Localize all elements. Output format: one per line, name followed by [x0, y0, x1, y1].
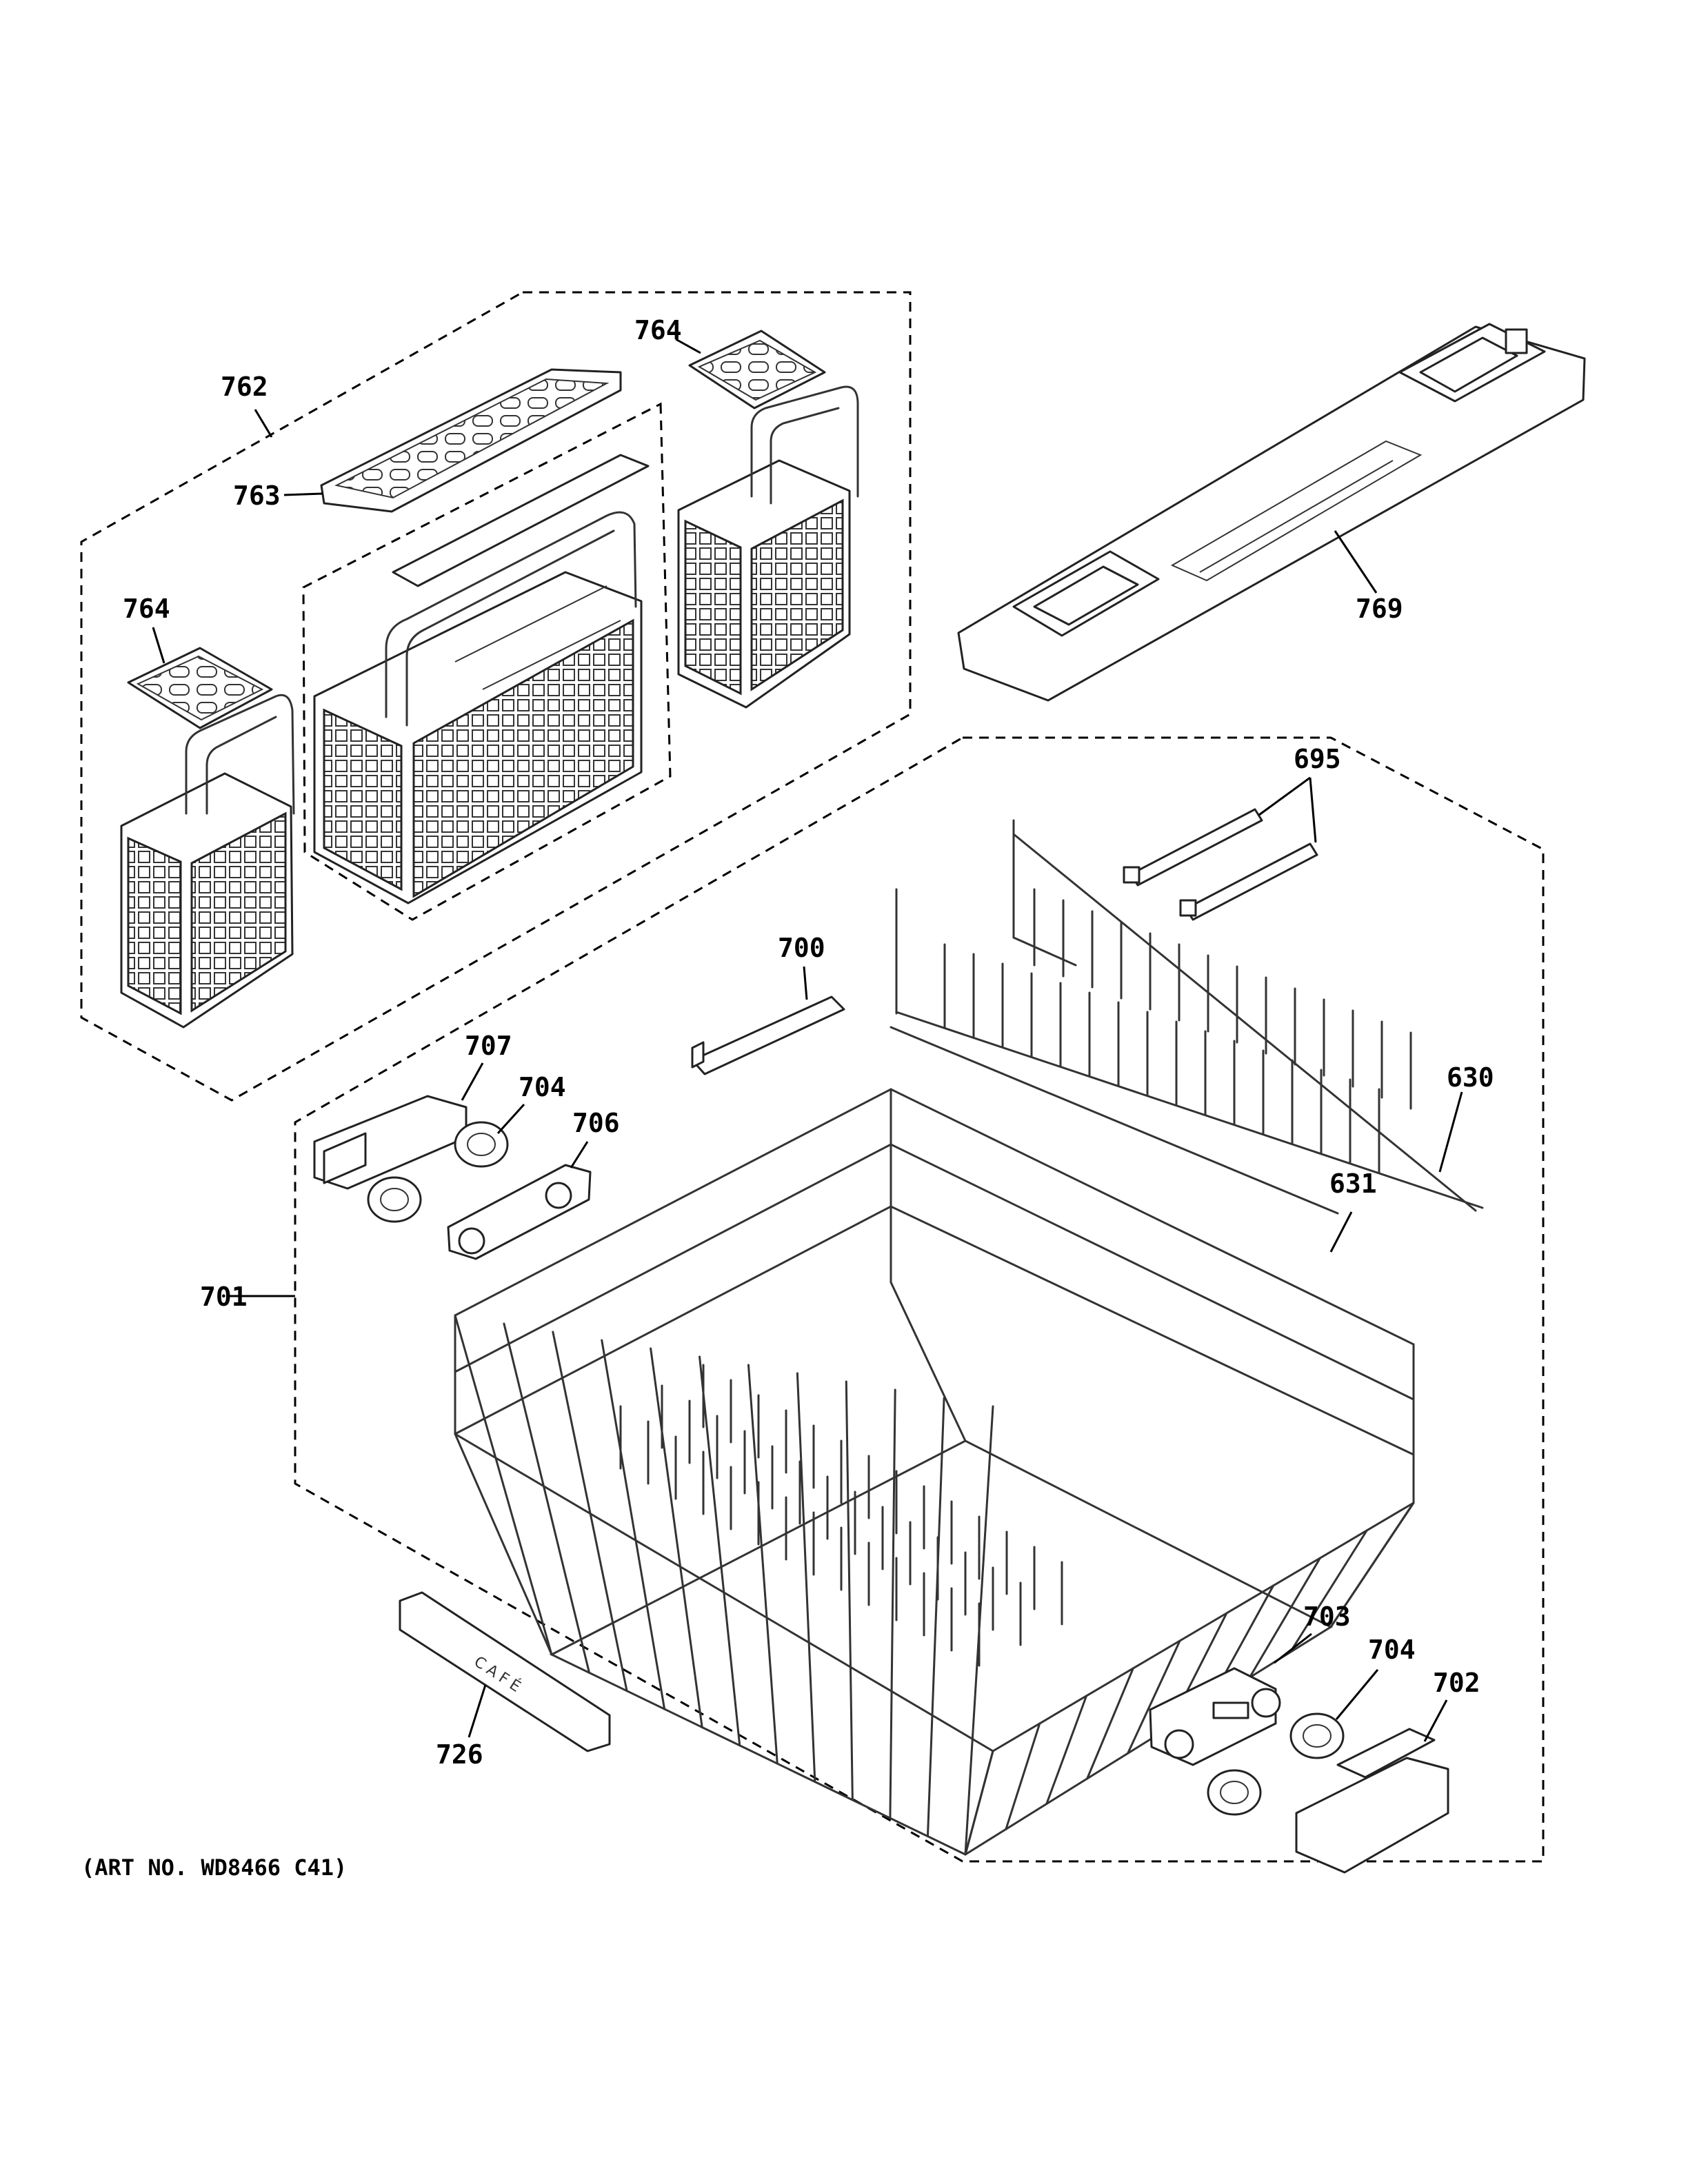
rack-bar: [747, 1364, 778, 1765]
callout-726: 726: [436, 1739, 483, 1770]
small-basket-right: [677, 330, 859, 709]
callout-631: 631: [1329, 1169, 1377, 1199]
rack-bar: [1086, 1667, 1134, 1780]
basket-cover-763: [320, 368, 622, 513]
callout-labels: 762 763 764 764 769 695 700 630 631 707 …: [123, 315, 1494, 1770]
rack-bar: [454, 1314, 553, 1656]
rack-bar: [503, 1322, 591, 1674]
callout-769: 769: [1356, 594, 1403, 624]
roller-carrier-706: [447, 1164, 592, 1260]
rack-bar: [1289, 1529, 1368, 1654]
rack-bar: [964, 1750, 994, 1856]
end-cap-702: [1295, 1728, 1449, 1874]
lower-dish-rack-701: [454, 1088, 1415, 1856]
nameplate-726: CAFÉ: [399, 1591, 611, 1752]
callout-764-right: 764: [634, 315, 682, 345]
callout-695: 695: [1294, 744, 1341, 774]
art-number: (ART NO. WD8466 C41): [81, 1854, 347, 1881]
callout-707: 707: [465, 1031, 512, 1061]
rack-bar: [845, 1380, 854, 1801]
callout-762: 762: [221, 372, 268, 402]
rack-bar: [601, 1339, 666, 1710]
small-basket-left: [120, 647, 295, 1029]
silverware-basket-center: [313, 454, 650, 904]
callout-763: 763: [233, 481, 281, 511]
rack-bar: [889, 1388, 896, 1819]
callout-702: 702: [1433, 1668, 1480, 1698]
callout-700: 700: [778, 933, 825, 963]
roller-carrier-703: [1149, 1667, 1281, 1766]
callout-764-left: 764: [123, 594, 170, 624]
callout-704-lower: 704: [1368, 1635, 1416, 1665]
rack-bar: [552, 1331, 628, 1692]
callout-701: 701: [200, 1282, 248, 1312]
rack-bar: [1045, 1695, 1088, 1806]
rack-bar: [650, 1347, 703, 1728]
lower-rack-group-outline: [294, 736, 1545, 1863]
silverware-basket-group-outline: [80, 291, 912, 1102]
callout-704-upper: 704: [519, 1072, 566, 1102]
bracket-707: [313, 1095, 468, 1190]
wheels-704-lower: [1207, 1712, 1345, 1816]
callout-706: 706: [572, 1108, 620, 1138]
rack-bar: [1248, 1557, 1321, 1679]
rack-bar: [699, 1355, 741, 1747]
rack-bar: [1005, 1722, 1041, 1830]
leader-lines: [152, 338, 1463, 1742]
rack-bar: [926, 1397, 945, 1838]
rack-track-769: [957, 323, 1586, 702]
rack-bar: [1329, 1502, 1415, 1628]
rack-clips-695: [1123, 808, 1318, 921]
callout-630: 630: [1447, 1062, 1494, 1093]
rack-bar: [1127, 1639, 1181, 1755]
clip-700: [691, 995, 845, 1075]
wheels-704-upper: [367, 1121, 509, 1223]
callout-703: 703: [1303, 1601, 1351, 1632]
tine-rows-630-631: [890, 819, 1484, 1215]
rack-bar: [796, 1372, 816, 1783]
basket-center-subgroup-outline: [302, 402, 672, 921]
